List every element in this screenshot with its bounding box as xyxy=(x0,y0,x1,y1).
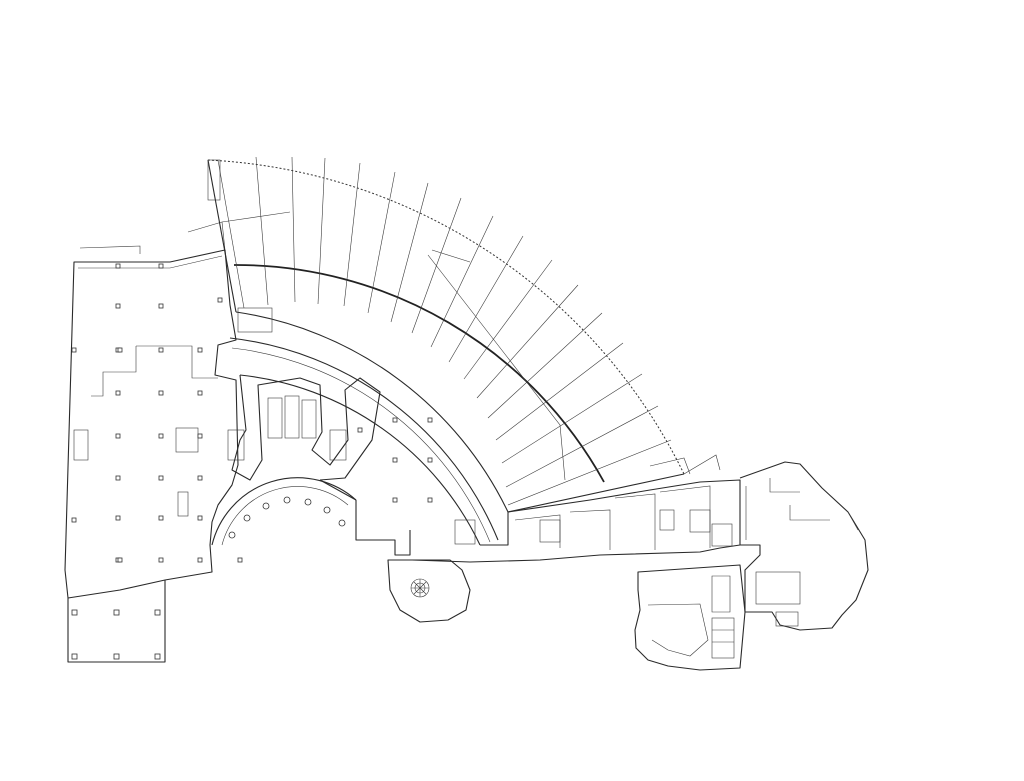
central-rotunda xyxy=(211,307,411,556)
structural-column xyxy=(392,497,398,503)
west-wing xyxy=(64,221,239,599)
structural-column xyxy=(158,557,164,563)
south-portico xyxy=(67,580,166,663)
structural-column xyxy=(392,417,398,423)
structural-column xyxy=(117,557,123,563)
structural-column xyxy=(197,515,203,521)
structural-column xyxy=(392,457,398,463)
structural-column xyxy=(197,433,203,439)
structural-column xyxy=(427,457,433,463)
structural-column xyxy=(197,347,203,353)
structural-column xyxy=(158,515,164,521)
structural-column xyxy=(237,557,243,563)
structural-column xyxy=(217,297,223,303)
structural-column xyxy=(117,347,123,353)
column-grid xyxy=(71,263,433,563)
structural-column xyxy=(158,303,164,309)
structural-column xyxy=(197,475,203,481)
structural-column xyxy=(158,475,164,481)
structural-column xyxy=(115,515,121,521)
structural-column xyxy=(357,427,363,433)
structural-column xyxy=(427,497,433,503)
structural-column xyxy=(427,417,433,423)
structural-column xyxy=(158,433,164,439)
structural-column xyxy=(197,557,203,563)
structural-column xyxy=(158,347,164,353)
structural-column xyxy=(115,303,121,309)
east-wing xyxy=(739,461,869,631)
round-entry xyxy=(387,559,471,623)
southeast-pavilion xyxy=(634,564,746,671)
structural-column xyxy=(115,433,121,439)
core-block xyxy=(411,479,741,563)
atrium-fan xyxy=(207,156,721,546)
structural-column xyxy=(197,390,203,396)
structural-column xyxy=(115,475,121,481)
structural-column xyxy=(71,517,77,523)
structural-column xyxy=(71,347,77,353)
structural-column xyxy=(158,263,164,269)
structural-column xyxy=(115,263,121,269)
structural-column xyxy=(115,390,121,396)
structural-column xyxy=(158,390,164,396)
